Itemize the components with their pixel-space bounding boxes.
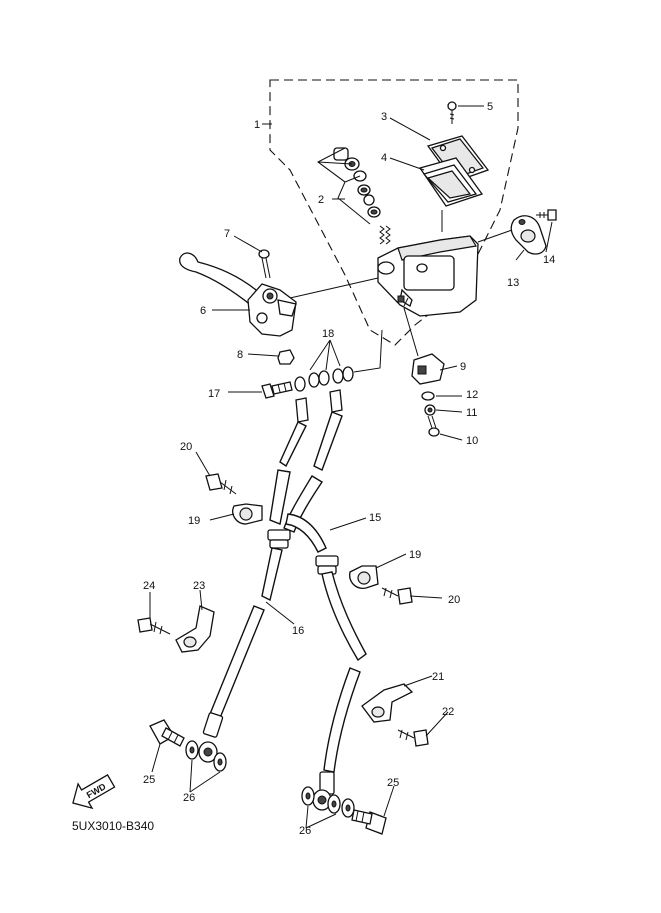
callout-25-left: 25 (143, 774, 155, 786)
bracket-21 (361, 683, 414, 723)
assembly-1-boundary (269, 79, 519, 346)
callout-20-right: 20 (448, 594, 460, 606)
callout-25-right: 25 (387, 777, 399, 789)
lever-nut (277, 349, 295, 365)
brake-switch (411, 353, 445, 385)
callout-17: 17 (208, 388, 220, 400)
callout-21: 21 (432, 671, 444, 683)
lever-bolt (258, 249, 271, 279)
switch-screw (427, 415, 440, 437)
cap-screw (447, 101, 457, 124)
bolt-24 (137, 617, 171, 635)
callout-20-left: 20 (180, 441, 192, 453)
brake-hose-left-bottom (209, 605, 265, 719)
washers-26-right (301, 786, 355, 818)
callout-12: 12 (466, 389, 478, 401)
diaphragm (418, 157, 484, 207)
brake-hose-1 (279, 421, 307, 468)
brake-hose-left-lower (261, 547, 283, 602)
diagram-code: 5UX3010-B340 (72, 819, 154, 833)
hose-clamp-19-right (349, 565, 379, 589)
callout-19-left: 19 (188, 515, 200, 527)
bolt-20-left (205, 473, 237, 495)
brake-hose-right-bottom (323, 667, 361, 773)
upper-hose-fittings (295, 389, 343, 423)
fwd-arrow: FWD (72, 774, 116, 810)
callout-6: 6 (200, 305, 206, 317)
hose-cross-section (285, 513, 327, 553)
union-bolt (261, 381, 293, 399)
bolt-20-right (381, 587, 413, 605)
callout-5: 5 (487, 101, 493, 113)
banjo-fitting-right (312, 771, 335, 811)
brake-hose-2-upper (313, 411, 343, 471)
callout-14: 14 (543, 254, 555, 266)
guide-lines (289, 210, 513, 373)
holder (510, 215, 547, 255)
callout-18: 18 (322, 328, 334, 340)
switch-washer (421, 391, 435, 401)
union-bolt-25-right (351, 809, 387, 835)
hose-joint-right (315, 555, 339, 575)
callout-7: 7 (224, 228, 230, 240)
leader-lines (149, 105, 553, 829)
callout-2: 2 (318, 194, 324, 206)
callout-4: 4 (381, 152, 387, 164)
callout-3: 3 (381, 111, 387, 123)
callout-8: 8 (237, 349, 243, 361)
callout-16: 16 (292, 625, 304, 637)
banjo-fitting-left (198, 712, 224, 763)
bolt-22 (397, 729, 429, 747)
copper-washers (294, 366, 354, 392)
master-cylinder (377, 235, 479, 317)
callout-26-left: 26 (183, 792, 195, 804)
hose-clamp-19-left (232, 503, 263, 525)
callout-11: 11 (466, 407, 477, 419)
union-bolt-25-left (149, 719, 185, 747)
switch-spacer (424, 404, 436, 416)
brake-hose-1-lower (269, 469, 291, 525)
callout-19-right: 19 (409, 549, 421, 561)
callout-1: 1 (254, 119, 260, 131)
bracket-23 (175, 605, 215, 653)
callout-9: 9 (460, 361, 466, 373)
holder-screw (536, 209, 557, 221)
callout-26-right: 26 (299, 825, 311, 837)
hose-joint-left (267, 529, 291, 549)
callout-labels: 1 2 3 4 5 6 7 8 9 10 11 12 13 14 15 16 1… (143, 101, 555, 837)
callout-24: 24 (143, 580, 155, 592)
brake-lever (179, 252, 297, 337)
brake-hose-right-lower (321, 571, 367, 662)
washers-26-left (185, 740, 227, 772)
callout-22: 22 (442, 706, 454, 718)
callout-23: 23 (193, 580, 205, 592)
callout-10: 10 (466, 435, 478, 447)
callout-15: 15 (369, 512, 381, 524)
callout-13: 13 (507, 277, 519, 289)
